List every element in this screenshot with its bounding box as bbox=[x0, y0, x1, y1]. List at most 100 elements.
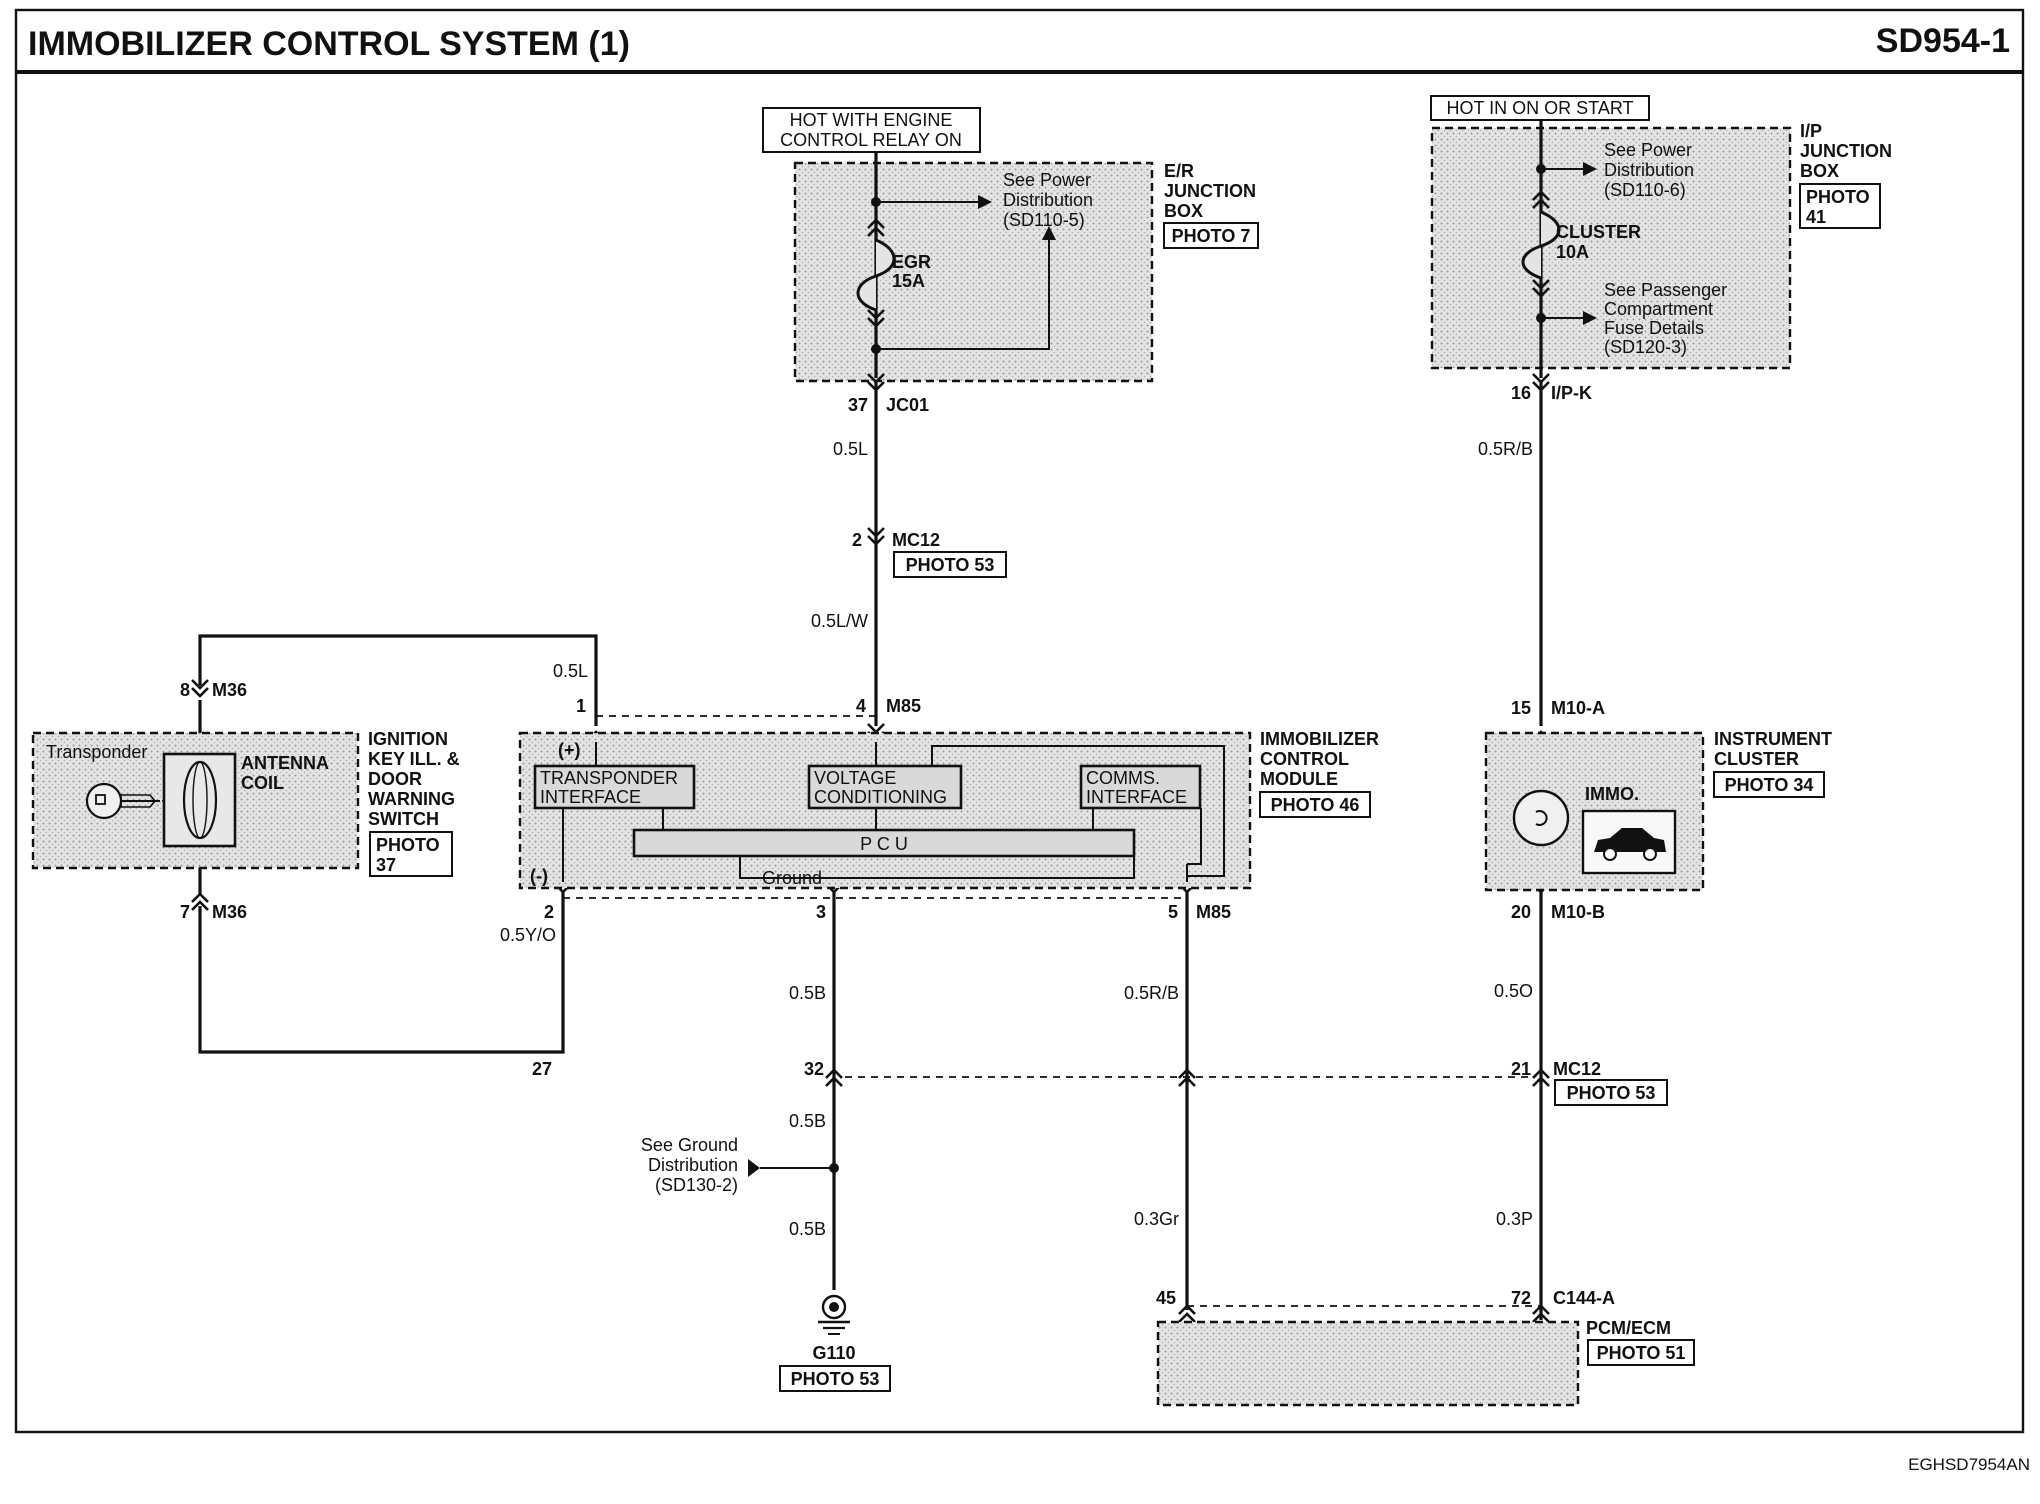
see-ground-2: Distribution bbox=[648, 1155, 738, 1175]
ignition-key-switch: Transponder ANTENNA COIL IGNITION KEY IL… bbox=[31, 729, 460, 877]
indicator-lamp-icon bbox=[1512, 789, 1570, 847]
ignition-photo-1: PHOTO bbox=[376, 835, 440, 855]
ignition-name-2: KEY ILL. & bbox=[368, 749, 460, 769]
pin-mc12-top: 2 bbox=[852, 530, 862, 550]
pin-mc12-32: 32 bbox=[804, 1059, 824, 1079]
pin-ipk: 16 bbox=[1511, 383, 1531, 403]
ip-box-photo-2: 41 bbox=[1806, 207, 1826, 227]
ignition-name-3: DOOR bbox=[368, 769, 422, 789]
ip-box-photo-1: PHOTO bbox=[1806, 187, 1870, 207]
comms-interface-1: COMMS. bbox=[1086, 768, 1160, 788]
connector-c144a: C144-A bbox=[1553, 1288, 1615, 1308]
car-icon bbox=[1581, 809, 1677, 875]
cluster-name-2: CLUSTER bbox=[1714, 749, 1799, 769]
fuse-icon bbox=[856, 218, 896, 328]
voltage-conditioning-block bbox=[807, 764, 963, 810]
fuse-cluster-rating: 10A bbox=[1556, 242, 1589, 262]
pin-m85-1: 1 bbox=[576, 696, 586, 716]
ip-box-label-3: BOX bbox=[1800, 161, 1839, 181]
comms-interface-2: INTERFACE bbox=[1086, 787, 1187, 807]
comms-interface-block bbox=[1079, 764, 1202, 810]
instrument-cluster: IMMO. INSTRUMENT CLUSTER PHOTO 34 bbox=[1484, 729, 1832, 892]
connector-m85-top: M85 bbox=[886, 696, 921, 716]
wire-05b-2: 0.5B bbox=[789, 1111, 826, 1131]
fuse-egr-name: EGR bbox=[892, 252, 931, 272]
antenna-coil-icon bbox=[182, 760, 218, 840]
er-box-label-3: BOX bbox=[1164, 201, 1203, 221]
page-frame bbox=[14, 8, 2025, 1434]
wire-05yo: 0.5Y/O bbox=[500, 925, 556, 945]
pin-m85-5: 5 bbox=[1168, 902, 1178, 922]
pin-c144-72: 72 bbox=[1511, 1288, 1531, 1308]
mc12-bottom-photo: PHOTO 53 bbox=[1567, 1083, 1656, 1103]
wire-labels: 0.5L 0.5L/W 0.5L 0.5Y/O 0.5B 0.5B 0.5B 0… bbox=[500, 439, 1533, 1239]
ignition-name-1: IGNITION bbox=[368, 729, 448, 749]
voltage-conditioning-2: CONDITIONING bbox=[814, 787, 947, 807]
immo-label: IMMO. bbox=[1585, 784, 1639, 804]
transponder-interface-block bbox=[533, 764, 696, 810]
ip-box-label-1: I/P bbox=[1800, 121, 1822, 141]
er-box-label-1: E/R bbox=[1164, 161, 1194, 181]
antenna-coil-label-1: ANTENNA bbox=[241, 753, 329, 773]
see-power-left-1: See Power bbox=[1003, 170, 1091, 190]
pin-jc01: 37 bbox=[848, 395, 868, 415]
transponder-label: Transponder bbox=[46, 742, 147, 762]
cluster-name-1: INSTRUMENT bbox=[1714, 729, 1832, 749]
hot-label-line2: CONTROL RELAY ON bbox=[780, 130, 962, 150]
page-code: SD954-1 bbox=[1876, 22, 2010, 60]
wire-05b-1: 0.5B bbox=[789, 983, 826, 1003]
fuse-icon bbox=[1521, 190, 1561, 298]
ignition-photo-2: 37 bbox=[376, 855, 396, 875]
connector-m10a: M10-A bbox=[1551, 698, 1605, 718]
er-junction-box: HOT WITH ENGINE CONTROL RELAY ON See Pow… bbox=[762, 107, 1259, 383]
fuse-egr-rating: 15A bbox=[892, 271, 925, 291]
pin-m10a: 15 bbox=[1511, 698, 1531, 718]
icm-plus-label: (+) bbox=[558, 740, 581, 760]
connector-m36-top: M36 bbox=[212, 680, 247, 700]
see-power-right-3: (SD110-6) bbox=[1604, 180, 1686, 200]
connector-m85-bottom: M85 bbox=[1196, 902, 1231, 922]
pin-mc12-27: 27 bbox=[532, 1059, 552, 1079]
key-icon bbox=[85, 782, 160, 820]
ip-box-label-2: JUNCTION bbox=[1800, 141, 1892, 161]
icm-name-3: MODULE bbox=[1260, 769, 1338, 789]
ignition-name-5: SWITCH bbox=[368, 809, 439, 829]
voltage-conditioning-1: VOLTAGE bbox=[814, 768, 896, 788]
see-ground-3: (SD130-2) bbox=[655, 1175, 738, 1195]
connector-labels: 37 JC01 16 I/P-K 2 MC12 PHOTO 53 4 M85 1… bbox=[180, 383, 1668, 1308]
see-fuse-details-2: Compartment bbox=[1604, 299, 1713, 319]
antenna-coil-label-2: COIL bbox=[241, 773, 284, 793]
see-fuse-details-1: See Passenger bbox=[1604, 280, 1727, 300]
icm-minus-label: (-) bbox=[530, 866, 548, 886]
hot-in-on-label: HOT IN ON OR START bbox=[1446, 98, 1633, 118]
pcu-label: P C U bbox=[860, 834, 908, 854]
ground-icon bbox=[818, 1294, 850, 1335]
diagram-title: IMMOBILIZER CONTROL SYSTEM (1) bbox=[28, 25, 630, 63]
wire-05o: 0.5O bbox=[1494, 981, 1533, 1001]
icm-name-1: IMMOBILIZER bbox=[1260, 729, 1379, 749]
footer-code: EGHSD7954AN bbox=[1908, 1455, 2030, 1474]
transponder-interface-2: INTERFACE bbox=[540, 787, 641, 807]
transponder-interface-1: TRANSPONDER bbox=[540, 768, 678, 788]
ignition-name-4: WARNING bbox=[368, 789, 455, 809]
wire-05rb-mid: 0.5R/B bbox=[1124, 983, 1179, 1003]
pin-m85-2: 2 bbox=[544, 902, 554, 922]
ground-photo: PHOTO 53 bbox=[791, 1369, 880, 1389]
pin-m85-3: 3 bbox=[816, 902, 826, 922]
pin-m36-7: 7 bbox=[180, 902, 190, 922]
see-power-right-2: Distribution bbox=[1604, 160, 1694, 180]
icm-ground-label: Ground bbox=[762, 868, 822, 888]
ip-junction-box: HOT IN ON OR START See Power Distributio… bbox=[1430, 95, 1892, 378]
wire-05l-top: 0.5L bbox=[833, 439, 868, 459]
pin-m85-4: 4 bbox=[856, 696, 866, 716]
pcm-ecm: PCM/ECM PHOTO 51 bbox=[1156, 1318, 1695, 1407]
icm-photo: PHOTO 46 bbox=[1271, 795, 1360, 815]
wire-05l-loop: 0.5L bbox=[553, 661, 588, 681]
see-fuse-details-4: (SD120-3) bbox=[1604, 337, 1687, 357]
ground-g110: See Ground Distribution (SD130-2) G110 P… bbox=[641, 1135, 891, 1392]
pcm-name: PCM/ECM bbox=[1586, 1318, 1671, 1338]
wire-05lw: 0.5L/W bbox=[811, 611, 868, 631]
pin-m10b: 20 bbox=[1511, 902, 1531, 922]
pin-mc12-21: 21 bbox=[1511, 1059, 1531, 1079]
